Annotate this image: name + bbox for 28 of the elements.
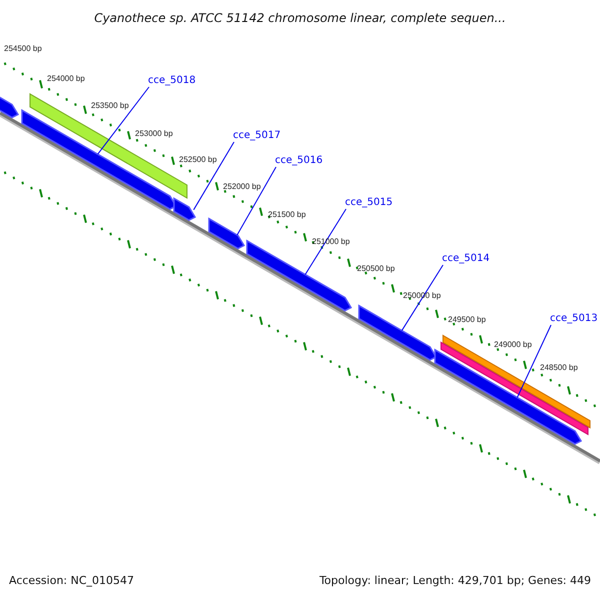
summary-text: Topology: linear; Length: 429,701 bp; Genes: 449 <box>319 575 591 586</box>
position-label: 252500 bp <box>179 156 217 164</box>
gene-label: cce_5014 <box>442 254 490 264</box>
leader-line <box>401 264 444 332</box>
leader-line <box>304 208 346 276</box>
position-label: 254500 bp <box>4 45 42 53</box>
leader-line <box>516 324 552 398</box>
gene-label: cce_5018 <box>148 76 196 86</box>
position-label: 253000 bp <box>135 130 173 138</box>
position-label: 248500 bp <box>540 364 578 372</box>
leader-line <box>97 86 150 155</box>
leader-line <box>193 142 234 210</box>
gene-feature <box>246 240 352 312</box>
position-label: 251500 bp <box>268 211 306 219</box>
gene-feature <box>358 304 438 361</box>
gene-label: cce_5016 <box>275 156 323 166</box>
map-title: Cyanothece sp. ATCC 51142 chromosome linear, complete sequen... <box>93 12 507 24</box>
position-label: 249500 bp <box>448 316 486 324</box>
position-label: 252000 bp <box>223 183 261 191</box>
gene-feature <box>173 197 196 221</box>
gene-label: cce_5017 <box>233 131 281 141</box>
leader-line <box>236 166 276 236</box>
position-label: 254000 bp <box>47 75 85 83</box>
gene-feature <box>434 348 582 445</box>
gene-label: cce_5013 <box>550 314 598 324</box>
accession-text: Accession: NC_010547 <box>9 575 134 586</box>
gene-feature <box>208 217 246 250</box>
gene-label: cce_5015 <box>345 198 393 208</box>
